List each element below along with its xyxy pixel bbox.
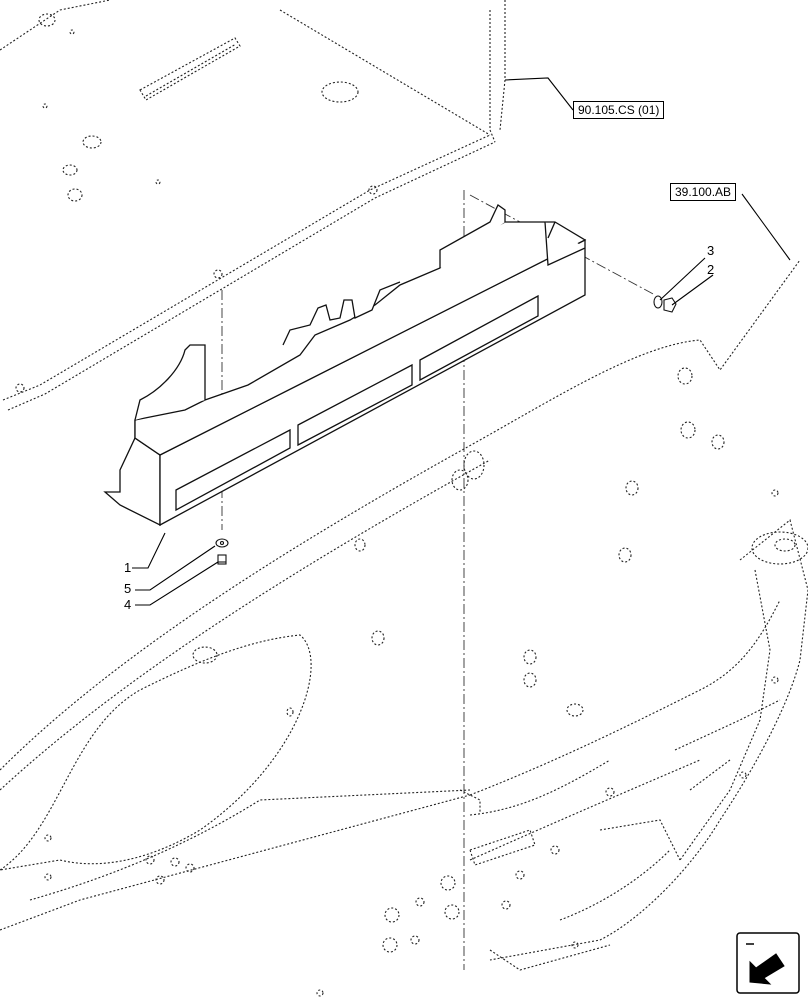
nut-2 [663,297,677,313]
bolt-5 [217,554,227,565]
callout-4: 4 [124,597,132,612]
callout-2: 2 [707,262,715,277]
reference-39-100-ab[interactable]: 39.100.AB [670,183,737,201]
callout-1: 1 [124,560,132,575]
callout-5: 5 [124,581,132,596]
washer-3 [653,295,663,309]
leader-lines [132,77,791,606]
reference-90-105-cs[interactable]: 90.105.CS (01) [573,101,665,119]
fasteners [215,295,677,565]
cover-shield-part [103,204,587,527]
navigation-arrow-icon[interactable] [736,932,800,994]
callout-3: 3 [707,243,715,258]
